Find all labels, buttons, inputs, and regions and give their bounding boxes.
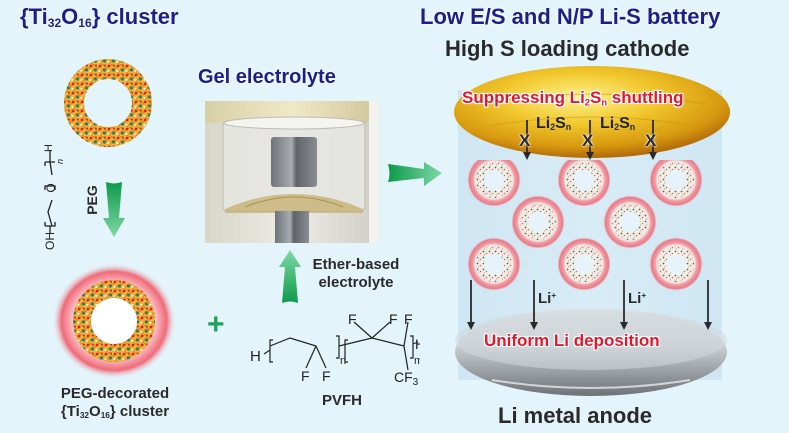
peg-label: PEG — [84, 185, 100, 215]
plus-sign: + — [207, 308, 225, 341]
gel-electrolyte-photo — [205, 101, 379, 243]
high-s-cathode-disc — [454, 66, 730, 158]
label-sup: + — [551, 291, 557, 301]
pvfh-structure: H F F n F F F H m CF3 — [250, 311, 420, 386]
suppressing-shuttling-label: Suppressing Li2Sn shuttling — [462, 88, 684, 108]
gel-electrolyte-title: Gel electrolyte — [198, 66, 336, 88]
li-metal-anode-disc — [455, 308, 727, 396]
label-text: {Ti — [60, 403, 80, 420]
cluster-title-text: {Ti — [20, 4, 48, 29]
pvfh-f-atom: F — [301, 368, 310, 384]
pvfh-f-atom: F — [389, 311, 398, 327]
polysulfide-label: Li2Sn — [536, 115, 571, 133]
li-ion-arrows — [467, 280, 712, 330]
peg-decorated-cluster-image — [52, 263, 176, 379]
pvfh-f-atom: F — [404, 311, 413, 327]
cf-text: CF — [394, 369, 413, 385]
label-sub: n — [629, 122, 636, 133]
battery-title: Low E/S and N/P Li-S battery — [420, 4, 721, 29]
peg-h-atom: H — [43, 144, 55, 152]
block-x-mark: X — [582, 131, 594, 150]
peg-glow — [52, 263, 176, 379]
uniform-deposition-label: Uniform Li deposition — [484, 331, 660, 350]
cluster-title: {Ti32O16} cluster — [20, 4, 179, 30]
ether-electrolyte-label: Ether-based electrolyte — [310, 256, 402, 292]
label-sub: n — [601, 97, 608, 108]
pvfh-cf3-group: CF3 — [394, 369, 419, 386]
label-sub: 32 — [79, 411, 90, 421]
particle — [467, 237, 521, 291]
li-ion-label: Li+ — [628, 290, 646, 307]
label-text: Li — [538, 290, 552, 307]
label-text: S — [590, 88, 602, 107]
pvfh-f-atom: F — [348, 311, 357, 327]
label-text: Li — [600, 115, 615, 132]
label-sub: 2 — [614, 122, 620, 133]
peg-oh-group: OH — [43, 232, 57, 250]
particle — [467, 160, 521, 207]
label-sub: n — [565, 122, 572, 133]
li-ion-label: Li+ — [538, 290, 556, 307]
decorated-label-line2: {Ti32O16} cluster — [40, 403, 190, 425]
cluster-title-text: O — [61, 4, 79, 29]
peg-n-subscript: n — [55, 159, 65, 164]
block-x-mark: X — [645, 131, 657, 150]
pvfh-h-right: H — [415, 336, 420, 352]
pvfh-n-subscript: n — [340, 355, 346, 367]
label-text: S — [619, 115, 630, 132]
anode-title: Li metal anode — [498, 403, 653, 428]
arrow-up-icon — [279, 250, 301, 303]
cathode-title: High S loading cathode — [445, 36, 690, 61]
cluster-ring — [73, 280, 155, 362]
pvfh-m-subscript: m — [414, 355, 420, 367]
cluster-ring — [64, 59, 152, 147]
label-text: shuttling — [607, 88, 684, 107]
particle — [557, 237, 611, 291]
label-sub: 2 — [584, 97, 590, 108]
label-sub: 16 — [100, 411, 110, 421]
ti32o16-cluster-image — [64, 59, 152, 147]
peg-structure: H O n OH — [43, 144, 65, 250]
ether-label-line1: Ether-based — [312, 256, 400, 273]
particle — [649, 160, 703, 207]
pvfh-label: PVFH — [322, 392, 363, 409]
decorated-cluster-label: PEG-decorated {Ti32O16} cluster — [40, 385, 190, 425]
label-text: Li — [536, 115, 551, 132]
label-sub: 2 — [550, 122, 556, 133]
pvfh-f-atom: F — [322, 368, 331, 384]
cf-sub: 3 — [413, 377, 419, 386]
particle — [511, 195, 565, 249]
label-text: } cluster — [109, 403, 170, 420]
cluster-title-sub: 32 — [47, 16, 62, 31]
particle — [649, 237, 703, 291]
label-text: O — [89, 403, 101, 420]
particle — [603, 195, 657, 249]
peg-label-wrap: PEG — [82, 182, 102, 222]
polysulfide-label: Li2Sn — [600, 115, 635, 133]
particle — [557, 160, 611, 207]
cluster-title-text: } cluster — [91, 4, 179, 29]
pvfh-h-left: H — [250, 348, 261, 365]
blocked-arrows — [523, 120, 657, 160]
cluster-particles — [467, 160, 703, 291]
ether-label-line2: electrolyte — [318, 274, 394, 291]
cluster-title-sub: 16 — [78, 16, 92, 31]
peg-o-atom: O — [44, 183, 58, 192]
decorated-label-line1: PEG-decorated — [60, 385, 170, 402]
label-text: Suppressing Li — [462, 88, 585, 107]
label-text: Li — [628, 290, 642, 307]
arrow-right-icon — [388, 162, 442, 186]
arrow-down-icon — [103, 182, 125, 237]
label-sup: + — [641, 291, 647, 301]
block-x-mark: X — [519, 131, 531, 150]
label-text: S — [555, 115, 566, 132]
